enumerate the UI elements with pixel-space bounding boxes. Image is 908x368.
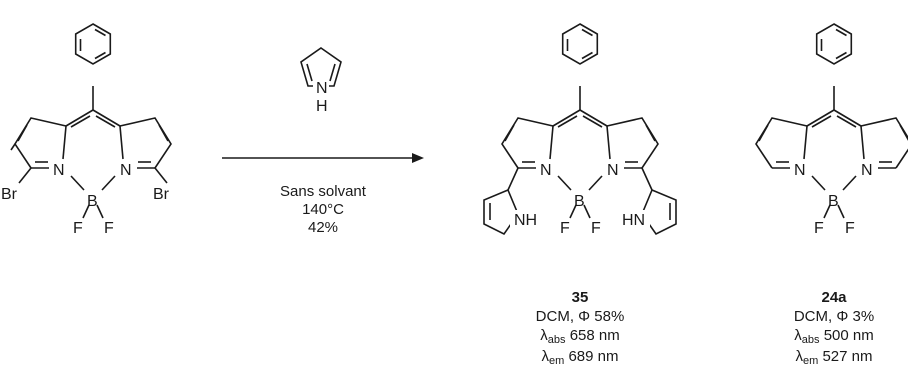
emission-line: λem 527 nm: [768, 347, 900, 368]
em-subscript: em: [803, 355, 819, 367]
bromine-label: Br: [1, 186, 18, 203]
absorption-value: 658 nm: [569, 327, 620, 344]
product-35-caption: 35 DCM, Φ 58% λabs 658 nm λem 689 nm: [505, 288, 655, 368]
abs-subscript: abs: [547, 334, 566, 346]
solvent-quantum-yield: DCM, Φ 58%: [535, 308, 625, 325]
emission-value: 527 nm: [822, 348, 873, 365]
absorption-value: 500 nm: [823, 327, 874, 344]
hydrogen-label: H: [316, 98, 328, 115]
reaction-conditions: Sans solvant 140°C 42%: [258, 183, 388, 237]
nitrogen-label: N: [540, 162, 552, 179]
fluorine-label: F: [104, 220, 114, 237]
fluorine-label: F: [560, 220, 570, 237]
boron-label: B: [574, 193, 585, 210]
nitrogen-label: N: [861, 162, 873, 179]
condition-temperature: 140°C: [302, 201, 344, 218]
hn-label: HN: [622, 212, 645, 229]
phenyl-ring: [74, 23, 112, 65]
nitrogen-label: N: [53, 162, 65, 179]
phenyl-ring: [815, 23, 853, 65]
reaction-arrow: [222, 153, 424, 163]
fluorine-label: F: [73, 220, 83, 237]
nitrogen-label: N: [316, 80, 328, 97]
nitrogen-label: N: [794, 162, 806, 179]
nitrogen-label: N: [607, 162, 619, 179]
solvent-quantum-yield: DCM, Φ 3%: [793, 308, 875, 325]
lambda-symbol: λ: [540, 327, 548, 344]
nh-label: NH: [514, 212, 537, 229]
compound-number: 35: [571, 289, 589, 306]
condition-yield: 42%: [307, 219, 339, 236]
condition-solvent: Sans solvant: [280, 183, 366, 200]
start-material-structure: N N B F F Br Br: [1, 23, 172, 237]
compound-24a-caption: 24a DCM, Φ 3% λabs 500 nm λem 527 nm: [768, 288, 900, 368]
nitrogen-label: N: [120, 162, 132, 179]
lambda-symbol: λ: [795, 348, 804, 365]
emission-line: λem 689 nm: [505, 347, 655, 368]
pyrrole-reagent: N H: [300, 47, 342, 115]
fluorine-label: F: [814, 220, 824, 237]
boron-label: B: [828, 193, 839, 210]
product-35-structure: N N B F F NH HN: [483, 23, 677, 237]
fluorine-label: F: [845, 220, 855, 237]
em-subscript: em: [549, 355, 565, 367]
phenyl-ring: [561, 23, 599, 65]
absorption-line: λabs 500 nm: [768, 326, 900, 347]
compound-number: 24a: [821, 289, 847, 306]
emission-value: 689 nm: [568, 348, 619, 365]
bromine-label: Br: [153, 186, 170, 203]
absorption-line: λabs 658 nm: [505, 326, 655, 347]
abs-subscript: abs: [801, 334, 820, 346]
lambda-symbol: λ: [794, 327, 802, 344]
compound-24a-structure: N N B F F: [755, 23, 908, 237]
lambda-symbol: λ: [541, 348, 550, 365]
fluorine-label: F: [591, 220, 601, 237]
boron-label: B: [87, 193, 98, 210]
